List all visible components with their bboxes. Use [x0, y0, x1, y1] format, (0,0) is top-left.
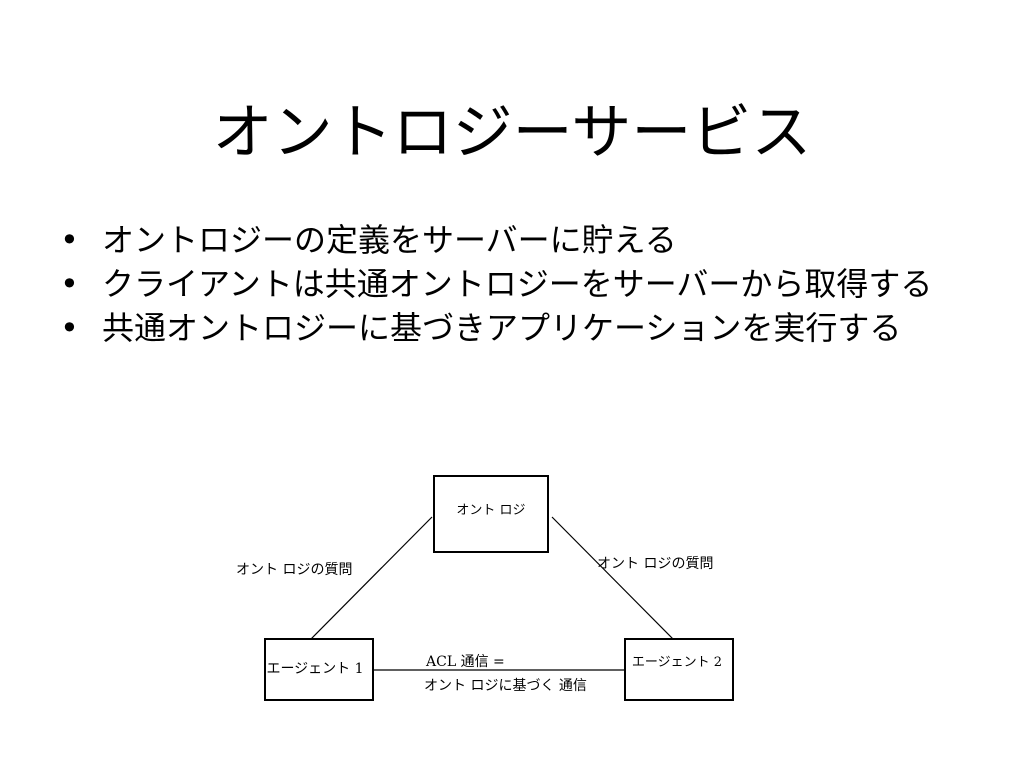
- bullet-item-1: • オントロジーの定義をサーバーに貯える: [60, 222, 970, 258]
- bullet-list: • オントロジーの定義をサーバーに貯える • クライアントは共通オントロジーをサ…: [60, 222, 970, 354]
- edge-label-bottom-line2: オント ロジに基づく 通信: [424, 677, 587, 694]
- bullet-marker: •: [60, 309, 79, 347]
- node-agent2-box: [624, 638, 734, 701]
- slide-title: オントロジーサービス: [212, 98, 812, 168]
- node-ontology: オント ロジ: [433, 475, 549, 553]
- node-agent1-label: エージェント 1: [266, 661, 363, 677]
- node-agent2: エージェント 2: [624, 638, 734, 701]
- bullet-marker: •: [60, 265, 79, 303]
- node-agent1-box: [264, 638, 374, 701]
- node-agent2-label: エージェント 2: [632, 655, 722, 670]
- edge-label-bottom-line1: ACL 通信 =: [425, 654, 505, 670]
- node-ontology-box: [433, 475, 549, 553]
- bullet-item-2: • クライアントは共通オントロジーをサーバーから取得する: [60, 266, 970, 302]
- node-ontology-label: オント ロジ: [456, 503, 525, 518]
- bullet-item-3: • 共通オントロジーに基づきアプリケーションを実行する: [60, 310, 970, 346]
- bullet-text-3: 共通オントロジーに基づきアプリケーションを実行する: [102, 309, 902, 347]
- edge-label-right: オント ロジの質問: [597, 556, 713, 572]
- bullet-marker: •: [60, 221, 79, 259]
- edge-line-left: [310, 516, 433, 640]
- node-agent1: エージェント 1: [264, 638, 374, 701]
- edge-line-right: [551, 516, 674, 640]
- bullet-text-1: オントロジーの定義をサーバーに貯える: [102, 221, 677, 259]
- edge-label-left: オント ロジの質問: [236, 562, 352, 578]
- bullet-text-2: クライアントは共通オントロジーをサーバーから取得する: [102, 265, 933, 303]
